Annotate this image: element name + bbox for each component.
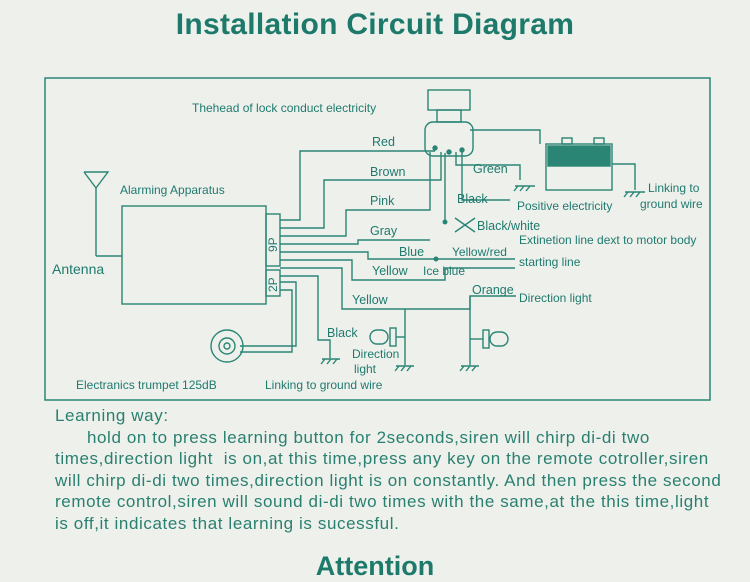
wire-black-left-label: Black xyxy=(327,326,358,340)
direction-light-left-icon xyxy=(369,309,406,365)
wire-yellow1-label: Yellow xyxy=(372,264,409,278)
direction-light-left-label-2: light xyxy=(354,362,377,376)
learning-heading: Learning way: xyxy=(55,406,169,425)
wire-red-label: Red xyxy=(372,135,395,149)
cut-wire-icon xyxy=(454,217,476,233)
direction-light-left-label-1: Direction xyxy=(352,347,399,361)
trumpet-icon xyxy=(210,329,244,363)
alarm-apparatus-box xyxy=(121,205,267,305)
direction-light-right-label: Direction light xyxy=(519,291,592,305)
trumpet-label: Electranics trumpet 125dB xyxy=(76,378,217,392)
wire-green-label: Green xyxy=(473,162,508,176)
connector-9p xyxy=(265,213,281,267)
lock-label: Thehead of lock conduct electricity xyxy=(192,101,376,115)
learning-instructions: Learning way: hold on to press learning … xyxy=(55,405,725,534)
wire-black-white-label: Black/white xyxy=(477,219,540,233)
port-9p-label: 9P xyxy=(266,237,280,252)
antenna-label: Antenna xyxy=(52,261,104,277)
port-2p-label: 2P xyxy=(266,277,280,292)
wire-gray-label: Gray xyxy=(370,224,398,238)
wire-ice-blue-label: Ice blue xyxy=(423,264,465,278)
wire-yellow-red-label: Yellow/red xyxy=(452,245,507,259)
diagram-frame xyxy=(44,77,711,401)
ground-icon xyxy=(320,185,645,372)
wire-pink-label: Pink xyxy=(370,194,395,208)
page-title: Installation Circuit Diagram xyxy=(175,8,575,41)
extinction-label: Extinetion line dext to motor body xyxy=(519,233,696,247)
wire-orange-label: Orange xyxy=(472,283,514,297)
linking-ground-bottom-label: Linking to ground wire xyxy=(265,378,383,392)
wire-blue-label: Blue xyxy=(399,245,424,259)
battery-icon xyxy=(545,137,613,191)
direction-light-right-icon xyxy=(469,296,509,365)
wire-yellow2-label: Yellow xyxy=(352,293,389,307)
antenna-icon xyxy=(83,171,122,257)
attention-heading: Attention xyxy=(315,551,435,581)
positive-label: Positive electricity xyxy=(517,199,612,213)
connector-2p xyxy=(265,269,281,297)
linking-ground-right-label-1: Linking to xyxy=(648,181,700,195)
starting-line-label: starting line xyxy=(519,255,581,269)
wire-black-label: Black xyxy=(457,192,488,206)
alarm-label: Alarming Apparatus xyxy=(120,183,225,197)
lock-icon xyxy=(424,89,474,157)
wire-brown-label: Brown xyxy=(370,165,405,179)
linking-ground-right-label-2: ground wire xyxy=(640,197,703,211)
learning-body: hold on to press learning button for 2se… xyxy=(55,427,727,533)
